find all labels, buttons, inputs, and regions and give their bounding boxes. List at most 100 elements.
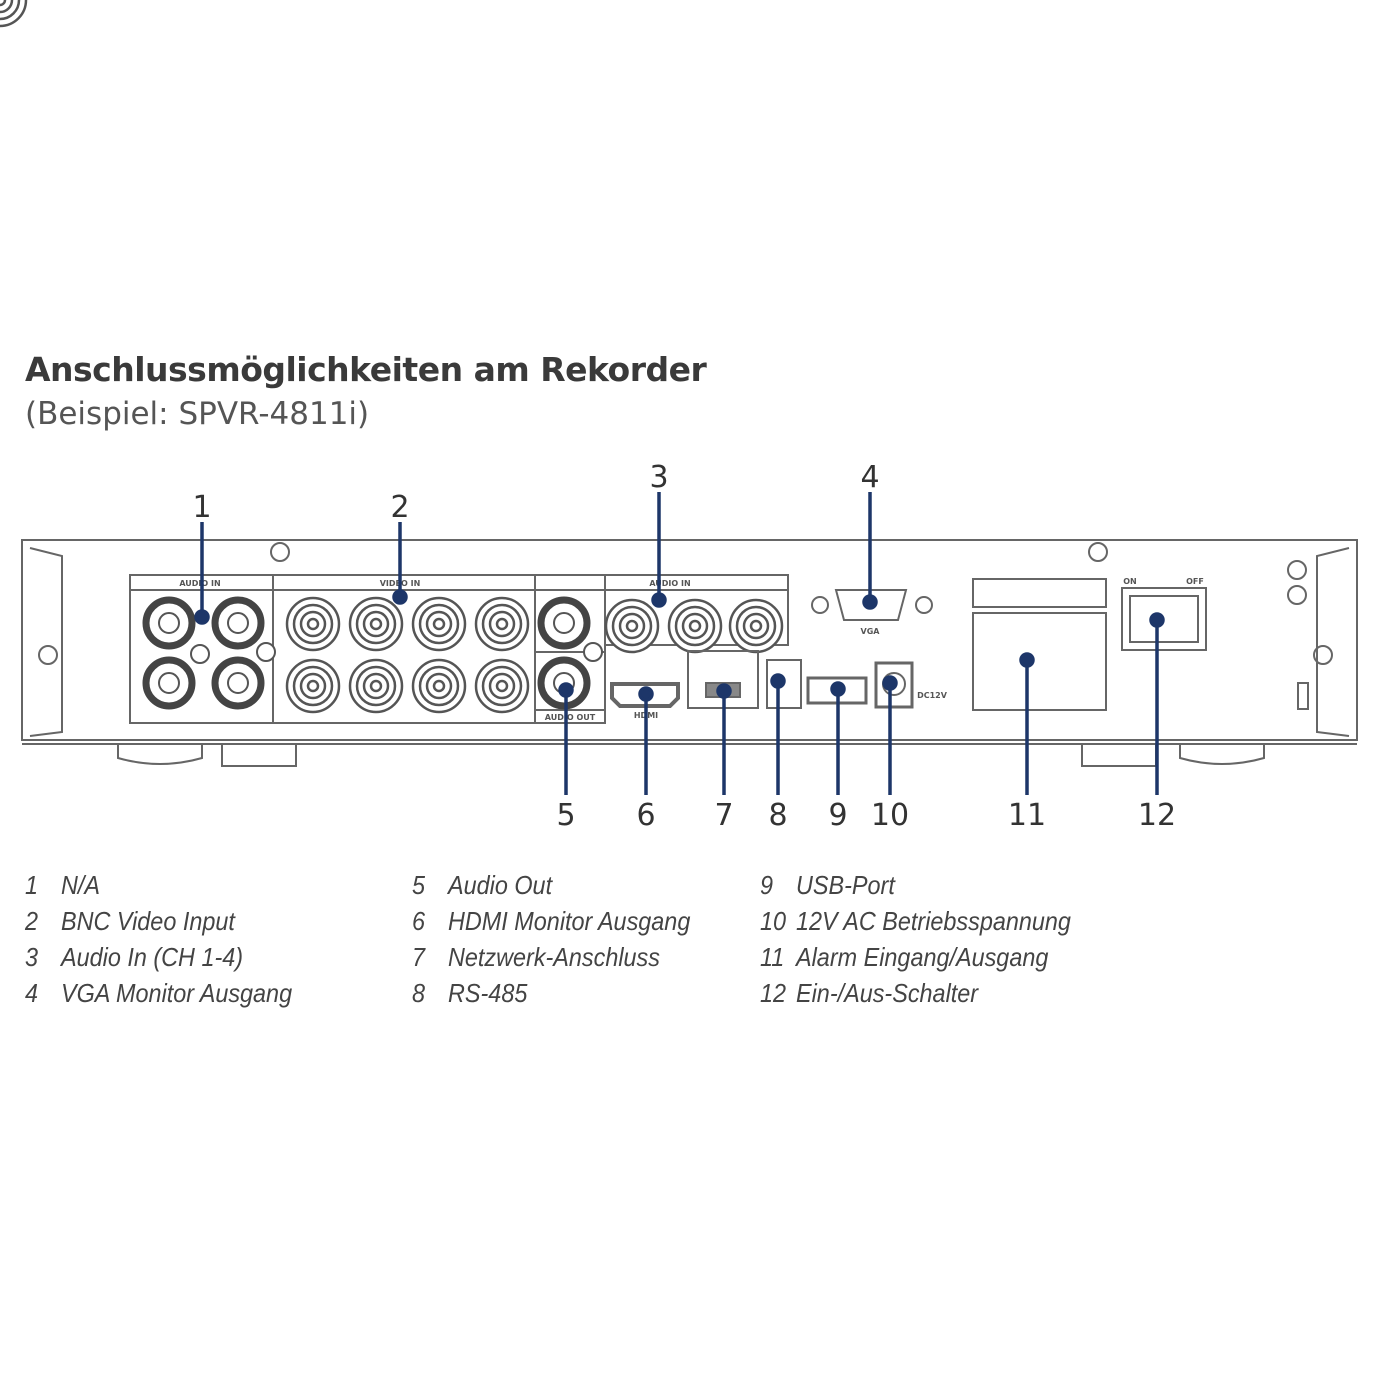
legend-item: 8 RS-485	[412, 978, 527, 1009]
legend-item: 2 BNC Video Input	[25, 906, 235, 937]
chassis-outline	[21, 539, 1358, 741]
off-label: OFF	[1186, 577, 1204, 586]
screw-icon	[1313, 645, 1333, 665]
bnc-connector	[348, 596, 404, 652]
dc-power-jack	[874, 661, 914, 709]
legend-number: 3	[25, 942, 39, 972]
callout-5	[558, 682, 574, 795]
legend-item: 11 Alarm Eingang/Ausgang	[760, 942, 1048, 973]
legend-number: 12	[760, 978, 787, 1008]
legend-number: 10	[760, 906, 787, 936]
legend-number: 2	[25, 906, 39, 936]
diagram-subtitle: (Beispiel: SPVR-4811i)	[25, 396, 370, 432]
bnc-connector	[474, 596, 530, 652]
legend-text: Alarm Eingang/Ausgang	[796, 942, 1049, 972]
callout-9	[830, 681, 846, 795]
screw-icon	[38, 645, 58, 665]
foot	[117, 744, 203, 765]
foot	[1179, 744, 1265, 765]
power-switch[interactable]	[1121, 587, 1207, 651]
audio-in-ch-label: AUDIO IN	[649, 579, 690, 588]
legend-text: 12V AC Betriebsspannung	[796, 906, 1071, 936]
callout-8	[770, 673, 786, 795]
dc-label: DC12V	[917, 691, 948, 700]
audio-out-label: AUDIO OUT	[545, 713, 596, 722]
callout-number: 12	[1138, 798, 1176, 833]
bnc-connector	[474, 658, 530, 714]
callout-3	[651, 492, 667, 608]
left-bracket	[29, 547, 63, 737]
callout-6	[638, 686, 654, 795]
callout-number: 2	[390, 490, 409, 525]
callout-2	[392, 522, 408, 605]
callout-7	[716, 683, 732, 795]
callout-number: 6	[636, 798, 655, 833]
diagram-title: Anschlussmöglichkeiten am Rekorder	[25, 350, 707, 389]
callout-number: 5	[556, 798, 575, 833]
callout-number: 10	[871, 798, 909, 833]
audio-in-bnc	[667, 598, 723, 654]
legend-item: 1 N/A	[25, 870, 100, 901]
legend-text: USB-Port	[796, 870, 895, 900]
legend-item: 9 USB-Port	[760, 870, 895, 901]
legend-text: Ein-/Aus-Schalter	[796, 978, 979, 1008]
right-bracket	[1316, 547, 1350, 737]
legend-number: 4	[25, 978, 39, 1008]
callout-1	[194, 522, 210, 625]
legend-item: 5 Audio Out	[412, 870, 552, 901]
legend-number: 6	[412, 906, 426, 936]
legend-text: Audio In (CH 1-4)	[61, 942, 244, 972]
bnc-connector	[285, 658, 341, 714]
legend-text: Audio Out	[448, 870, 553, 900]
legend-text: VGA Monitor Ausgang	[61, 978, 293, 1008]
legend-number: 8	[412, 978, 426, 1008]
foot	[1081, 743, 1157, 767]
legend-item: 4 VGA Monitor Ausgang	[25, 978, 292, 1009]
callout-number: 11	[1008, 798, 1046, 833]
legend-number: 1	[25, 870, 39, 900]
audio-in-label: AUDIO IN	[179, 579, 220, 588]
legend-item: 10 12V AC Betriebsspannung	[760, 906, 1071, 937]
bnc-connector	[411, 658, 467, 714]
legend-number: 9	[760, 870, 774, 900]
legend-text: Netzwerk-Anschluss	[448, 942, 660, 972]
legend-item: 12 Ein-/Aus-Schalter	[760, 978, 978, 1009]
callout-11	[1019, 652, 1035, 795]
callout-10	[882, 675, 898, 795]
callout-number: 3	[649, 460, 668, 495]
callout-12	[1149, 612, 1165, 795]
alarm-label-strip	[972, 578, 1107, 608]
bnc-connector	[285, 596, 341, 652]
audio-in-bnc	[604, 598, 660, 654]
legend-text: HDMI Monitor Ausgang	[448, 906, 691, 936]
callout-number: 9	[828, 798, 847, 833]
audio-in-bnc	[728, 598, 784, 654]
ground-screw-icon	[1287, 560, 1307, 580]
legend-item: 3 Audio In (CH 1-4)	[25, 942, 243, 973]
vga-port	[834, 589, 908, 621]
legend-text: BNC Video Input	[61, 906, 235, 936]
legend-item: 6 HDMI Monitor Ausgang	[412, 906, 690, 937]
legend-text: RS-485	[448, 978, 528, 1008]
foot	[221, 743, 297, 767]
legend-item: 7 Netzwerk-Anschluss	[412, 942, 660, 973]
screw-icon	[1088, 542, 1108, 562]
callout-number: 7	[714, 798, 733, 833]
bnc-connector	[348, 658, 404, 714]
callout-number: 4	[860, 460, 879, 495]
callout-4	[862, 492, 878, 610]
bnc-video-inputs	[0, 0, 28, 28]
legend-text: N/A	[61, 870, 101, 900]
legend-number: 7	[412, 942, 426, 972]
hdmi-port	[610, 682, 680, 708]
callout-number: 1	[192, 490, 211, 525]
screw-icon	[270, 542, 290, 562]
alarm-terminal-block	[972, 612, 1107, 711]
on-label: ON	[1123, 577, 1137, 586]
rs485-port	[766, 659, 802, 709]
legend-number: 5	[412, 870, 426, 900]
callout-number: 8	[768, 798, 787, 833]
legend-number: 11	[760, 942, 785, 972]
ground-screw-icon	[1287, 585, 1307, 605]
